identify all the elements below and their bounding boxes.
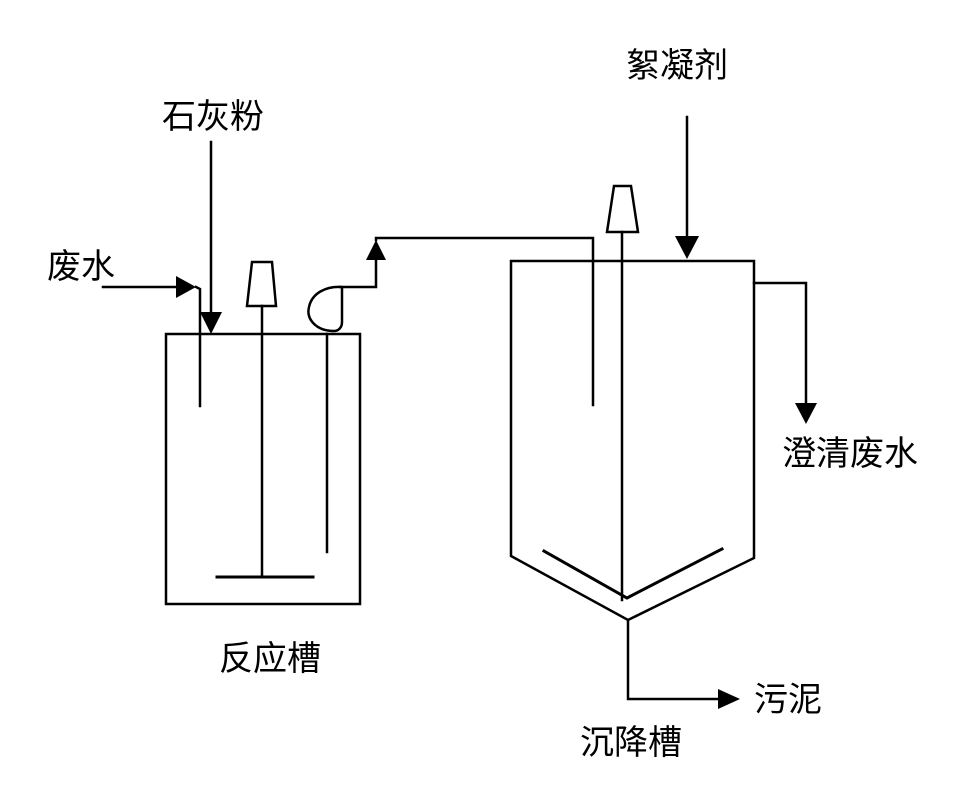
flocculant-arrow-icon (675, 236, 699, 259)
lime-powder-feed-pipe (200, 140, 222, 334)
transfer-arrow-icon (366, 240, 386, 260)
settling-tank-stirrer (605, 184, 640, 602)
sludge-label: 污泥 (754, 680, 822, 720)
reaction-tank-label: 反应槽 (219, 639, 321, 679)
reaction-tank-stirrer (215, 260, 315, 579)
flocculant-label: 絮凝剂 (626, 46, 728, 86)
stirrer-motor-icon (245, 260, 278, 308)
clarified-water-label: 澄清废水 (782, 434, 918, 474)
settling-tank-sludge-scraper (541, 546, 725, 600)
sludge-arrow-icon (718, 689, 740, 709)
lime-powder-label: 石灰粉 (162, 97, 264, 137)
transfer-pump (307, 236, 595, 554)
wastewater-inlet-pipe (101, 276, 202, 408)
wastewater-arrow-icon (176, 276, 196, 298)
settling-tank-label: 沉降槽 (580, 723, 682, 763)
clarified-water-arrow-icon (795, 403, 817, 424)
pump-icon (307, 285, 344, 333)
settling-tank-body (509, 259, 756, 622)
sludge-outlet (626, 618, 740, 709)
lime-powder-arrow-icon (200, 312, 222, 334)
flocculant-feed-pipe (675, 115, 699, 259)
stirrer-motor-icon (605, 184, 640, 234)
clarified-water-outlet (752, 281, 817, 424)
wastewater-label: 废水 (47, 247, 115, 287)
settling-tank (509, 259, 756, 622)
